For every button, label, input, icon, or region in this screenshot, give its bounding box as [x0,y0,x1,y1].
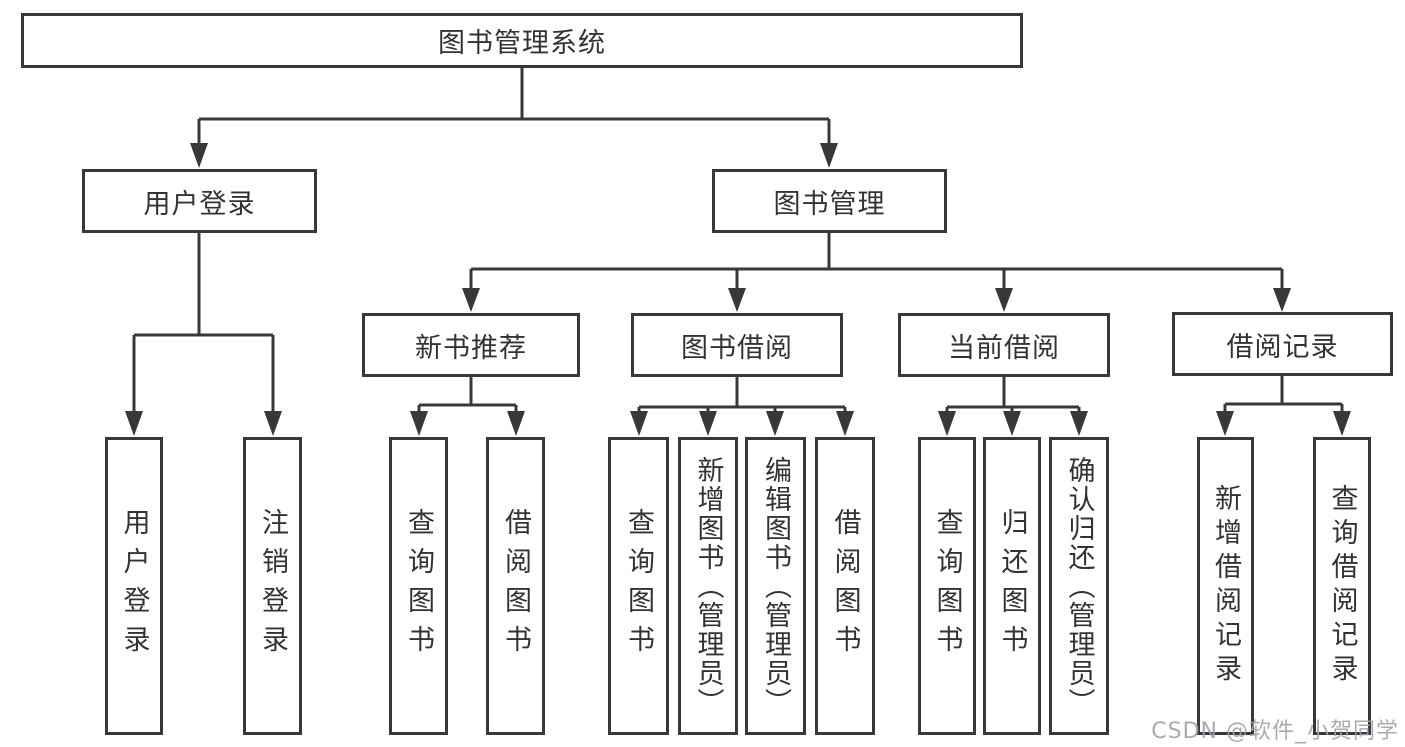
node-label: 借阅记录 [1226,331,1339,363]
leaf-add-book-admin: 新增图书（管理员） [678,437,738,735]
leaf-query-books-borrow: 查询图书 [608,437,669,735]
node-label: 用户登录 [143,188,256,220]
leaf-label: 查询图书 [623,508,654,664]
node-label: 新书推荐 [415,332,527,364]
leaf-logout: 注销登录 [243,437,302,735]
leaf-query-books-recommend: 查询图书 [389,437,448,735]
node-label: 图书借阅 [681,332,793,364]
node-user-login: 用户登录 [82,169,317,233]
leaf-confirm-return-admin: 确认归还（管理员） [1049,437,1109,735]
leaf-user-login: 用户登录 [105,437,163,735]
node-library-management-system: 图书管理系统 [21,13,1023,68]
node-book-borrow: 图书借阅 [631,313,843,377]
leaf-label: 借阅图书 [829,508,861,664]
leaf-label: 新增图书（管理员） [692,455,724,717]
leaf-label: 新增借阅记录 [1210,484,1241,688]
node-label: 图书管理系统 [438,28,606,59]
leaf-label: 查询图书 [403,508,434,664]
leaf-return-books: 归还图书 [983,437,1041,735]
leaf-borrow-books-recommend: 借阅图书 [486,437,545,735]
leaf-borrow-books: 借阅图书 [815,437,875,735]
node-current-borrow: 当前借阅 [898,313,1110,377]
tree-edges [132,68,1344,413]
leaf-label: 确认归还（管理员） [1063,455,1095,717]
leaf-label: 查询借阅记录 [1326,484,1358,688]
node-book-management: 图书管理 [712,169,947,233]
node-borrow-records: 借阅记录 [1172,312,1393,376]
leaf-query-books-current: 查询图书 [918,437,976,735]
leaf-label: 借阅图书 [500,508,531,664]
arrowheads [125,143,1351,436]
leaf-label: 查询图书 [931,508,963,664]
leaf-add-borrow-record: 新增借阅记录 [1197,437,1254,735]
leaf-label: 归还图书 [996,508,1028,664]
leaf-label: 用户登录 [118,508,150,664]
node-new-book-recommend: 新书推荐 [362,313,580,377]
leaf-edit-book-admin: 编辑图书（管理员） [745,437,806,735]
leaf-label: 编辑图书（管理员） [760,455,791,717]
node-label: 当前借阅 [948,332,1060,364]
leaf-label: 注销登录 [257,508,288,664]
leaf-query-borrow-record: 查询借阅记录 [1313,437,1371,735]
node-label: 图书管理 [773,188,886,220]
csdn-watermark: CSDN @软件_小贺同学 [1151,719,1399,744]
